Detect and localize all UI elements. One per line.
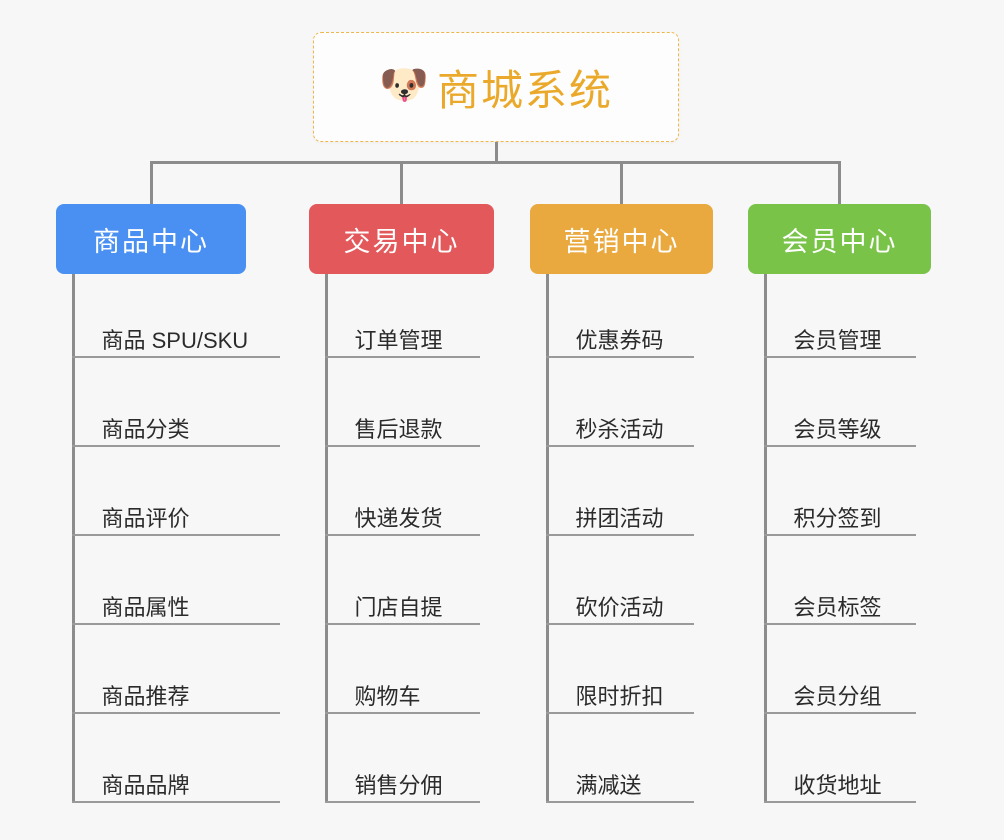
leaf-item[interactable]: 商品推荐 (71, 672, 280, 714)
column-spine-product-center (71, 274, 75, 803)
root-stem-connector (494, 142, 498, 164)
leaf-item[interactable]: 会员分组 (763, 672, 916, 714)
leaf-item-label: 满减送 (575, 772, 642, 798)
leaf-item-label: 秒杀活动 (575, 416, 664, 442)
leaf-item-label: 销售分佣 (354, 772, 443, 798)
root-title: 商城系统 (436, 66, 613, 114)
leaf-item-label: 限时折扣 (575, 683, 664, 709)
leaf-item[interactable]: 商品属性 (71, 583, 280, 625)
leaf-item-label: 拼团活动 (575, 505, 664, 531)
leaf-item[interactable]: 拼团活动 (545, 494, 694, 536)
leaf-item[interactable]: 秒杀活动 (545, 405, 694, 447)
category-node-label: 会员中心 (781, 226, 898, 257)
leaf-item[interactable]: 会员管理 (763, 316, 916, 358)
leaf-item[interactable]: 满减送 (545, 761, 694, 803)
category-node-label: 营销中心 (563, 226, 680, 257)
category-node-marketing-center[interactable]: 营销中心 (530, 204, 713, 274)
leaf-item-label: 订单管理 (354, 327, 443, 353)
leaf-item[interactable]: 收货地址 (763, 761, 916, 803)
leaf-item-label: 商品品牌 (101, 772, 190, 798)
leaf-item[interactable]: 商品品牌 (71, 761, 280, 803)
leaf-item[interactable]: 会员等级 (763, 405, 916, 447)
leaf-item-label: 砍价活动 (575, 594, 664, 620)
leaf-item[interactable]: 购物车 (324, 672, 480, 714)
leaf-item-label: 会员等级 (793, 416, 882, 442)
column-spine-member-center (763, 274, 767, 803)
category-node-label: 商品中心 (93, 226, 209, 257)
horizontal-bus-connector (150, 161, 838, 164)
leaf-item[interactable]: 商品分类 (71, 405, 280, 447)
category-node-trade-center[interactable]: 交易中心 (309, 204, 494, 274)
leaf-item-label: 优惠券码 (575, 327, 664, 353)
leaf-item-label: 收货地址 (793, 772, 882, 798)
leaf-item[interactable]: 商品评价 (71, 494, 280, 536)
leaf-item-label: 商品属性 (101, 594, 190, 620)
leaf-item[interactable]: 订单管理 (324, 316, 480, 358)
leaf-item[interactable]: 积分签到 (763, 494, 916, 536)
leaf-item-label: 商品评价 (101, 505, 190, 531)
leaf-item-label: 售后退款 (354, 416, 443, 442)
column-spine-marketing-center (545, 274, 549, 803)
leaf-item[interactable]: 限时折扣 (545, 672, 694, 714)
leaf-item-label: 会员标签 (793, 594, 882, 620)
root-node[interactable]: 🐶 商城系统 (313, 32, 679, 142)
leaf-item[interactable]: 快递发货 (324, 494, 480, 536)
leaf-item[interactable]: 售后退款 (324, 405, 480, 447)
branch-drop-connector-marketing-center (620, 161, 623, 204)
leaf-item-label: 商品 SPU/SKU (101, 327, 249, 353)
leaf-item-label: 快递发货 (354, 505, 443, 531)
leaf-item[interactable]: 商品 SPU/SKU (71, 316, 280, 358)
leaf-item[interactable]: 门店自提 (324, 583, 480, 625)
leaf-item-label: 积分签到 (793, 505, 882, 531)
leaf-item-label: 商品分类 (101, 416, 190, 442)
leaf-item-label: 会员分组 (793, 683, 882, 709)
leaf-item[interactable]: 砍价活动 (545, 583, 694, 625)
leaf-item-label: 会员管理 (793, 327, 882, 353)
leaf-item[interactable]: 会员标签 (763, 583, 916, 625)
leaf-item-label: 商品推荐 (101, 683, 190, 709)
branch-drop-connector-product-center (149, 161, 153, 204)
branch-drop-connector-member-center (838, 161, 841, 204)
category-node-label: 交易中心 (343, 226, 460, 257)
leaf-item-label: 门店自提 (354, 594, 443, 620)
leaf-item-label: 购物车 (354, 683, 421, 709)
shiba-dog-face-icon: 🐶 (378, 63, 429, 107)
leaf-item[interactable]: 销售分佣 (324, 761, 480, 803)
category-node-product-center[interactable]: 商品中心 (56, 204, 246, 274)
column-spine-trade-center (324, 274, 328, 803)
branch-drop-connector-trade-center (400, 161, 403, 204)
category-node-member-center[interactable]: 会员中心 (748, 204, 931, 274)
leaf-item[interactable]: 优惠券码 (545, 316, 694, 358)
